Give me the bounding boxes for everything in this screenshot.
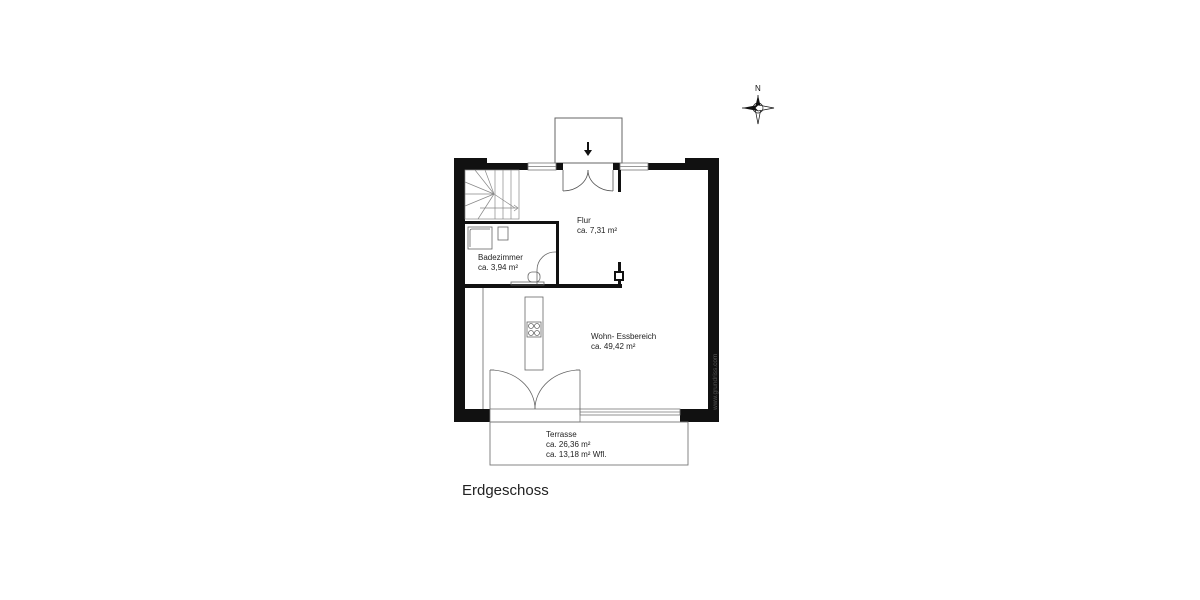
room-name-badezimmer: Badezimmer [478, 253, 523, 262]
shower [467, 226, 493, 250]
room-name-flur: Flur [577, 216, 591, 225]
compass-north-label: N [755, 84, 761, 93]
room-living-area-terrasse: ca. 13,18 m² Wfl. [546, 450, 606, 459]
terrace-door[interactable] [489, 369, 581, 410]
room-name-wohn-essbereich: Wohn- Essbereich [591, 332, 656, 341]
room-area-badezimmer: ca. 3,94 m² [478, 263, 518, 272]
compass-rose-icon: N [742, 84, 775, 125]
room-area-wohn-essbereich: ca. 49,42 m² [591, 342, 636, 351]
shower-tray [469, 228, 490, 247]
entrance-canopy [554, 117, 623, 164]
bathroom-door [536, 251, 557, 284]
toilet [497, 226, 509, 241]
room-area-terrasse: ca. 26,36 m² [546, 440, 591, 449]
chimney [614, 271, 624, 281]
windows [489, 162, 681, 423]
entrance-arrow-icon [584, 142, 592, 156]
kitchen-island [524, 296, 544, 371]
floor-title: Erdgeschoss [462, 482, 549, 499]
room-name-terrasse: Terrasse [546, 430, 577, 439]
terrace [489, 421, 689, 466]
exterior-walls [454, 158, 719, 422]
watermark: www.grundriss.com [712, 354, 719, 411]
washbasin [527, 271, 541, 283]
room-area-flur: ca. 7,31 m² [577, 226, 617, 235]
staircase[interactable] [464, 169, 520, 220]
washbasin-counter [510, 281, 545, 286]
entrance-door[interactable] [562, 169, 614, 192]
